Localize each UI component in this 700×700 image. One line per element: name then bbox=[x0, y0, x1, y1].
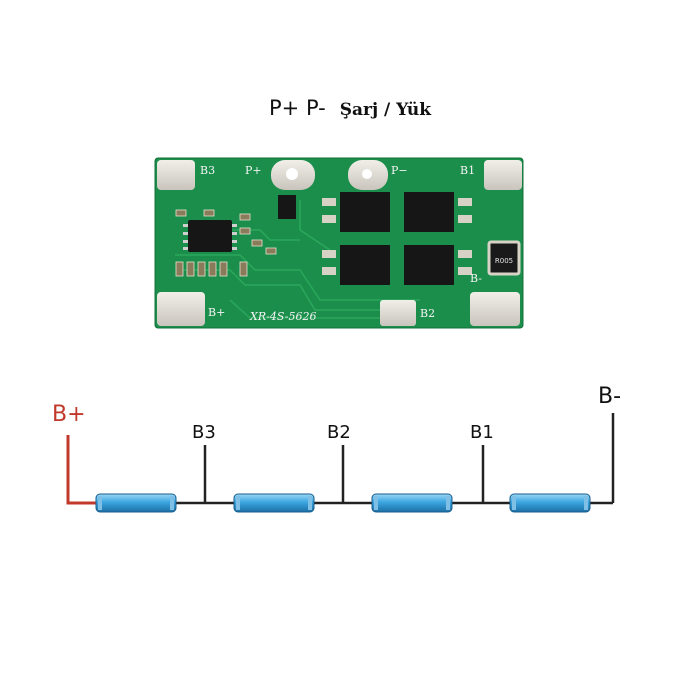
cell-4 bbox=[509, 493, 591, 513]
silk-b-minus: B- bbox=[470, 272, 482, 285]
diagram-title: P+ P- Şarj / Yük bbox=[0, 96, 700, 120]
transistor bbox=[278, 195, 296, 219]
smd-passives bbox=[175, 209, 277, 277]
title-output-terminals: P+ P- bbox=[269, 96, 326, 120]
label-b2: B2 bbox=[327, 422, 351, 443]
shunt-marking: R005 bbox=[495, 257, 513, 265]
silk-model: XR-4S-5626 bbox=[249, 310, 316, 323]
pad-b-minus bbox=[470, 292, 520, 326]
pad-b1 bbox=[484, 160, 522, 190]
label-b-minus: B- bbox=[598, 384, 621, 409]
title-charge-load: Şarj / Yük bbox=[339, 100, 431, 120]
cell-2 bbox=[233, 493, 315, 513]
cell-3 bbox=[371, 493, 453, 513]
silk-p-minus: P− bbox=[391, 164, 408, 177]
pad-b-plus bbox=[157, 292, 205, 326]
mosfet-array bbox=[322, 192, 472, 285]
label-b1: B1 bbox=[470, 422, 494, 443]
shunt-resistor bbox=[487, 240, 521, 276]
pad-b3 bbox=[157, 160, 195, 190]
label-b-plus: B+ bbox=[52, 402, 86, 427]
silk-b3: B3 bbox=[200, 164, 215, 177]
control-ic bbox=[188, 220, 232, 252]
silk-b-plus: B+ bbox=[208, 306, 225, 319]
silk-p-plus: P+ bbox=[245, 164, 262, 177]
pad-b2 bbox=[380, 300, 416, 326]
silk-b1: B1 bbox=[460, 164, 475, 177]
cell-1 bbox=[95, 493, 177, 513]
silk-b2: B2 bbox=[420, 307, 435, 320]
b-plus-lead bbox=[66, 435, 96, 505]
label-b3: B3 bbox=[192, 422, 216, 443]
